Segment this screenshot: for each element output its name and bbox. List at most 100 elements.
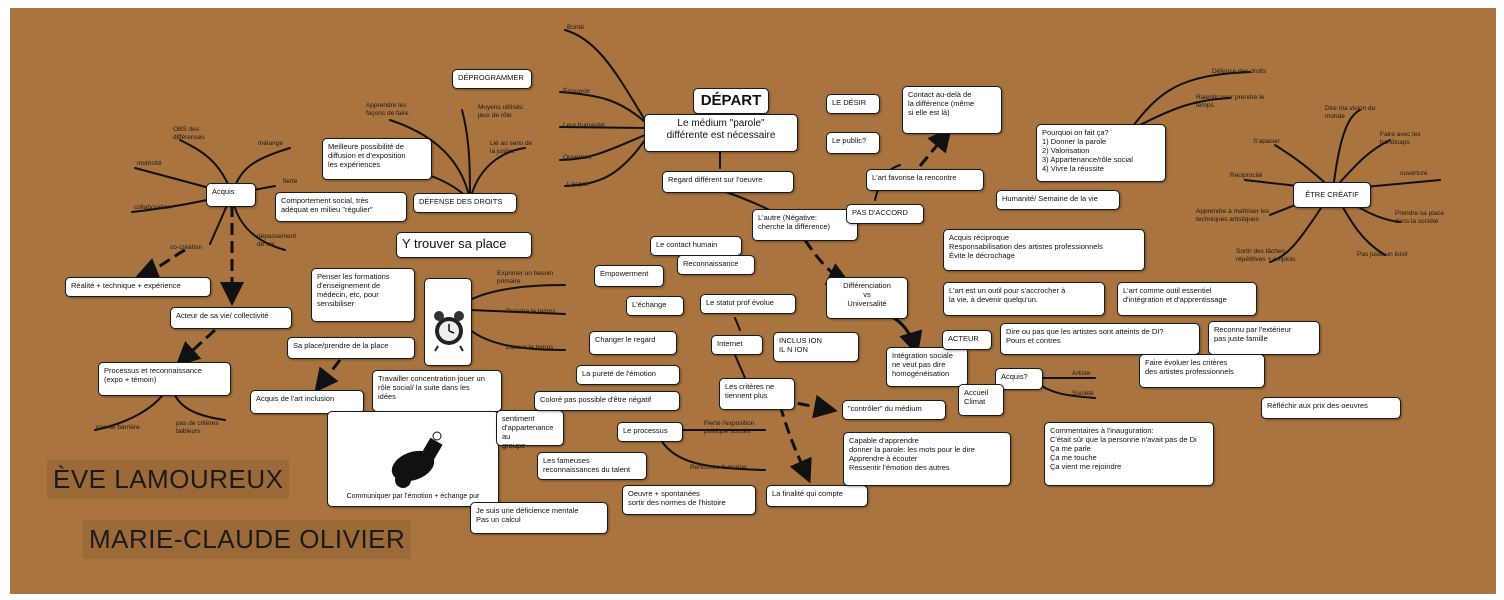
node-finalite[interactable]: La finalité qui compte (766, 485, 868, 507)
branch-label: Société (1072, 390, 1094, 397)
node-l-autre[interactable]: L'autre (Négative: cherche la différence… (752, 209, 858, 241)
branch-label: Laisser le temps (506, 344, 554, 351)
node-communiquer-emotion[interactable]: Communiquer par l'émotion + échange pur (327, 411, 499, 507)
branch-label: dépassement de soi (257, 233, 297, 248)
clock-image (424, 278, 472, 366)
node-le-desir[interactable]: LE DÉSIR (826, 94, 880, 114)
node-reflechir-prix[interactable]: Réfléchir aux prix des oeuvres (1261, 397, 1401, 419)
node-processus-reconnaissance[interactable]: Processus et reconnaissance (expo + témo… (98, 362, 231, 396)
branch-label: motricité (137, 160, 162, 167)
branch-label: Faire avec les handicaps (1380, 131, 1421, 146)
node-differenciation[interactable]: Différenciation vs Universalité (826, 277, 908, 319)
node-pas-accord[interactable]: PAS D'ACCORD (846, 204, 924, 224)
branch-label: Artiste (1072, 370, 1091, 377)
branch-label: Apprendre les façons de faire (366, 102, 409, 117)
author-name-2: MARIE-CLAUDE OLIVIER (83, 520, 412, 559)
node-accueil-climat[interactable]: Accueil Climat (958, 384, 1004, 416)
node-controler-medium[interactable]: "contrôler" du médium (842, 400, 946, 420)
node-medium-parole[interactable]: Le médium "parole" différente est nécess… (644, 114, 798, 152)
node-acteur-vie[interactable]: Acteur de sa vie/ collectivité (170, 307, 292, 329)
node-art-essentiel[interactable]: L'art comme outil essentiel d'intégratio… (1117, 282, 1257, 316)
node-etre-creatif[interactable]: ÊTRE CRÉATIF (1293, 182, 1371, 208)
branch-label: Réciprocité (1230, 172, 1263, 179)
branch-label: collaboration (134, 204, 171, 211)
node-sentiment-appartenance[interactable]: sentiment d'appartenance au groupe (496, 410, 564, 450)
node-faire-evoluer[interactable]: Faire évoluer les critères des artistes … (1139, 354, 1265, 388)
node-travailler-concentration[interactable]: Travailler concentration jouer un rôle s… (372, 370, 502, 412)
node-changer-regard[interactable]: Changer le regard (589, 331, 677, 355)
node-y-trouver-sa-place[interactable]: Y trouver sa place (396, 232, 532, 258)
node-acteur[interactable]: ACTEUR (942, 330, 992, 350)
node-realite-technique[interactable]: Réalité + technique + expérience (65, 277, 211, 297)
node-pourquoi[interactable]: Pourquoi on fait ça? 1) Donner la parole… (1036, 124, 1166, 182)
node-capable-apprendre[interactable]: Capable d'apprendre donner la parole: le… (843, 432, 1011, 486)
node-dire-ou-pas[interactable]: Dire ou pas que les artistes sont attein… (1000, 323, 1200, 355)
node-penser-formations[interactable]: Penser les formations d'enseignement de … (311, 268, 415, 322)
node-acquis-art-inclusion[interactable]: Acquis de l'art inclusion (250, 390, 364, 414)
branch-label: S'apaiser (1253, 138, 1280, 145)
branch-label: Ouverture (563, 154, 592, 161)
node-empowerment[interactable]: Empowerment (594, 265, 664, 287)
node-meilleure-possibilite[interactable]: Meilleure possibilité de diffusion et d'… (322, 138, 432, 180)
branch-label: Leur humanité (563, 122, 605, 129)
node-deficience-mentale[interactable]: Je suis une déficience mentale Pas un ca… (470, 502, 608, 534)
node-integration-sociale[interactable]: Intégration sociale ne veut pas dire hom… (886, 347, 968, 387)
node-commentaires[interactable]: Commentaires à l'inauguration: C'était s… (1044, 422, 1214, 486)
node-oeuvre-spontanees[interactable]: Oeuvre + spontanées sortir des normes de… (622, 485, 756, 515)
branch-label: Émouvoir (563, 88, 591, 95)
branch-label: Exprimer un besoin primaire (497, 270, 553, 285)
node-le-public[interactable]: Le public? (826, 132, 880, 154)
branch-label: pas de barrière (96, 424, 140, 431)
node-sa-place[interactable]: Sa place/prendre de la place (287, 337, 415, 359)
node-communiquer-label: Communiquer par l'émotion + échange pur (346, 493, 480, 500)
node-deprogrammer[interactable]: DÉPROGRAMMER (452, 69, 532, 89)
node-defense-droits[interactable]: DÉFENSE DES DROITS (413, 193, 517, 213)
node-regard-oeuvre[interactable]: Regard différent sur l'oeuvre (662, 171, 794, 193)
node-reconnu-exterieur[interactable]: Reconnu par l'extérieur pas juste famill… (1208, 321, 1320, 355)
node-inclusion-wordplay: INCLUS ION IL N ION (773, 332, 859, 362)
node-echange[interactable]: L'échange (626, 296, 684, 316)
node-comportement-social[interactable]: Comportement social, très adéquat en mil… (275, 192, 407, 222)
branch-label: mélange (258, 140, 283, 147)
node-humanite[interactable]: Humanité/ Semaine de la vie (996, 190, 1120, 210)
node-le-processus[interactable]: Le processus (617, 422, 683, 442)
branch-label: Rencontre humaine (690, 464, 747, 471)
branch-label: L'espoir (567, 181, 590, 188)
branch-label: Dire ma vision du monde (1325, 105, 1376, 120)
node-reconnaissance[interactable]: Reconnaissance (677, 255, 755, 275)
alarm-clock-icon (434, 311, 464, 352)
node-acquis-left[interactable]: Acquis (206, 183, 256, 207)
branch-label: Prendre sa place dans la société (1395, 210, 1445, 225)
node-art-favorise[interactable]: L'art favorise la rencontre (866, 169, 984, 191)
branch-label: Pas juste un loisir (1357, 251, 1408, 258)
branch-label: Sortir des tâches répétitives + emplois (1236, 248, 1296, 263)
branch-label: Défense des droits (1212, 68, 1267, 75)
author-name-1: ÈVE LAMOUREUX (47, 460, 290, 499)
branch-label: Prendre le temps (506, 308, 556, 315)
branch-label: Lié au sens de la justice (490, 140, 533, 155)
branch-label: fierté (283, 178, 298, 185)
node-contact-dela[interactable]: Contact au-delà de la différence (même s… (902, 86, 1002, 134)
node-fameuses-reconnaissances[interactable]: Les fameuses reconnaissances du talent (537, 452, 647, 480)
node-internet[interactable]: Internet (711, 335, 763, 355)
branch-label: Bonté (567, 24, 584, 31)
branch-label: Apprendre à maîtriser les techniques art… (1196, 208, 1269, 223)
branch-label: OBS des différences (173, 126, 205, 141)
branch-label: Moyens utilisés: jeux de rôle (478, 104, 525, 119)
cannon-icon (391, 431, 443, 488)
branch-label: co-création (170, 244, 203, 251)
node-statut-prof[interactable]: Le statut prof évolue (700, 294, 796, 314)
branch-label: Ralentir pour prendre le temps (1196, 94, 1265, 109)
node-purete-emotion[interactable]: La pureté de l'émotion (576, 365, 680, 385)
node-depart[interactable]: DÉPART (693, 88, 769, 114)
node-acquis-reciproque[interactable]: Acquis réciproque Responsabilisation des… (943, 229, 1145, 271)
node-acquis-right[interactable]: Acquis? (995, 368, 1043, 390)
node-art-outil[interactable]: L'art est un outil pour s'accrocher à la… (943, 282, 1105, 316)
branch-label: Fierté l'exposition politique succès (704, 420, 755, 435)
branch-label: pas de critères faibleurs (176, 420, 219, 435)
node-contact-humain[interactable]: Le contact humain (650, 236, 742, 256)
branch-label: ouverture (1400, 170, 1428, 177)
node-criteres[interactable]: Les critères ne tiennent plus (719, 378, 795, 410)
node-colore[interactable]: Coloré pas possible d'être négatif (534, 391, 680, 411)
